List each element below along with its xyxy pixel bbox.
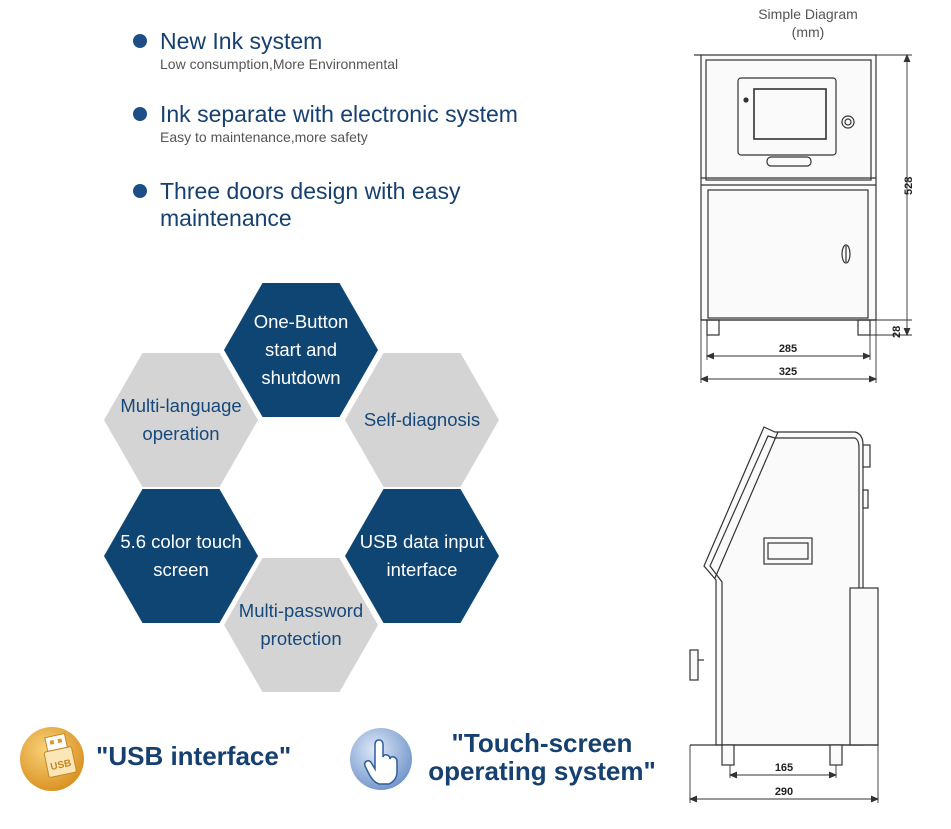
dimension-height: 528 <box>903 177 915 195</box>
feature-title: Ink separate with electronic system <box>160 101 518 127</box>
hex-line: USB data input <box>359 531 485 552</box>
diagram-title: Simple Diagram <box>758 6 858 22</box>
dimension-side-outer: 290 <box>775 786 793 798</box>
dimension-diagram: Simple Diagram (mm) <box>688 6 915 803</box>
hex-line: One-Button <box>253 311 349 332</box>
touch-label-line2: operating system" <box>428 756 656 786</box>
hex-line: start and <box>265 339 337 360</box>
dimension-outer-width: 325 <box>779 366 797 378</box>
hex-multi-language: Multi-language operation <box>104 353 258 487</box>
feature-title-line2: maintenance <box>160 205 292 231</box>
usb-icon: USB <box>20 727 84 791</box>
hex-line: screen <box>153 559 209 580</box>
dimension-side-inner: 165 <box>775 762 793 774</box>
side-dimensions <box>688 745 880 803</box>
feature-three-doors: Three doors design with easy maintenance <box>133 178 460 232</box>
feature-ink-separate: Ink separate with electronic system Easy… <box>133 101 518 146</box>
hex-line: Multi-password <box>238 600 364 621</box>
hex-self-diagnosis: Self-diagnosis <box>345 353 499 487</box>
feature-title: New Ink system <box>160 28 323 54</box>
hex-line: protection <box>260 628 342 649</box>
hex-one-button: One-Button start and shutdown <box>224 283 378 417</box>
dimension-inner-width: 285 <box>779 343 797 355</box>
front-dimensions <box>699 53 912 383</box>
bullet-icon <box>133 107 147 121</box>
touch-screen-label: "Touch-screen operating system" <box>422 729 662 785</box>
bullet-icon <box>133 34 147 48</box>
hex-line: operation <box>142 423 220 444</box>
hex-usb-data: USB data input interface <box>345 489 499 623</box>
touch-hand-icon <box>350 728 412 790</box>
usb-interface-label: "USB interface" <box>96 741 292 771</box>
hex-line: shutdown <box>261 367 341 388</box>
usb-icon-text: USB <box>50 758 73 773</box>
diagram-unit: (mm) <box>792 24 825 40</box>
hex-line: 5.6 color touch <box>120 531 242 552</box>
feature-subtitle: Low consumption,More Environmental <box>160 56 399 72</box>
feature-subtitle: Easy to maintenance,more safety <box>160 129 368 145</box>
hex-multi-password: Multi-password protection <box>224 558 378 692</box>
bullet-icon <box>133 184 147 198</box>
hex-line: interface <box>386 559 458 580</box>
feature-title: Three doors design with easy <box>160 178 461 204</box>
dimension-foot-height: 28 <box>891 326 903 338</box>
hex-line: Self-diagnosis <box>363 409 481 430</box>
side-view <box>689 426 879 766</box>
hex-line: Multi-language <box>120 395 242 416</box>
front-view <box>694 54 877 336</box>
feature-new-ink: New Ink system Low consumption,More Envi… <box>133 28 398 73</box>
hex-color-touch: 5.6 color touch screen <box>104 489 258 623</box>
touch-label-line1: "Touch-screen <box>451 728 633 758</box>
